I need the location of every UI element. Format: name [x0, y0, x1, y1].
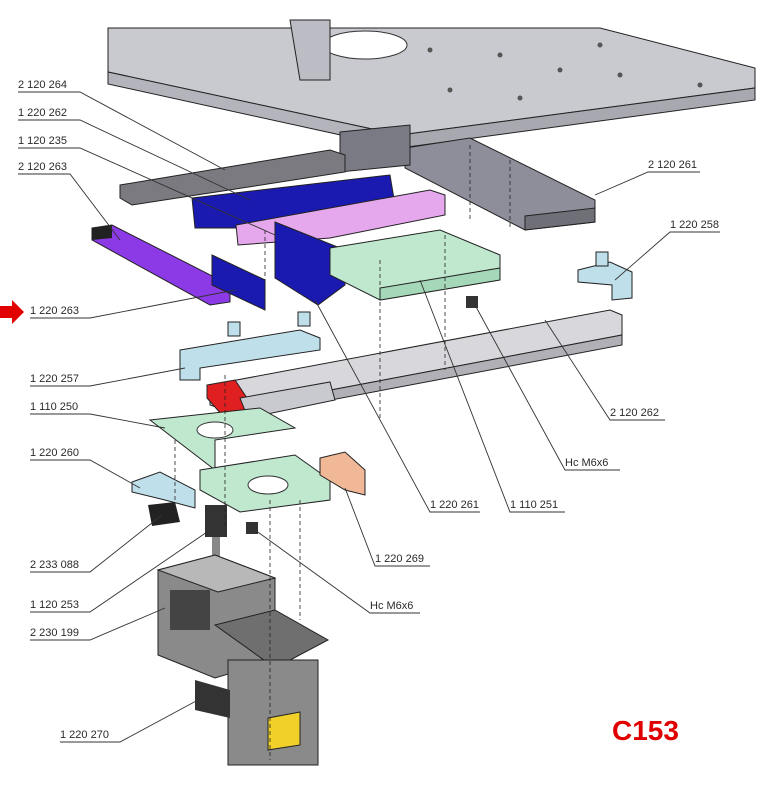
tab-1220269 — [319, 451, 366, 496]
part-label: 1 110 250 — [30, 401, 78, 413]
bracket-1220260 — [131, 471, 196, 509]
page-code: C153 — [612, 715, 679, 746]
part-label: 1 220 258 — [670, 219, 719, 231]
part-label: 1 220 261 — [430, 499, 479, 511]
nut-lower — [246, 522, 258, 534]
part-label: 1 110 251 — [510, 499, 558, 511]
part-label: 2 120 262 — [610, 407, 659, 419]
part-label: 1 220 270 — [60, 729, 109, 741]
part-label: 1 120 235 — [18, 135, 67, 147]
part-label: 1 220 262 — [18, 107, 67, 119]
pointer-arrow-icon — [0, 300, 24, 324]
assembly-lines — [174, 145, 511, 760]
part-label: 2 120 264 — [18, 79, 67, 91]
part-label: 1 120 253 — [30, 599, 79, 611]
nut-upper — [466, 296, 478, 308]
leader-lines — [18, 91, 720, 743]
part-labels: 2 120 264 1 220 262 1 120 235 2 120 263 … — [18, 79, 719, 741]
block-1110251 — [329, 229, 501, 301]
part-label: 2 120 261 — [648, 159, 697, 171]
mount-1110250 — [148, 407, 331, 513]
plate-1220263 — [211, 254, 266, 311]
base-plate — [107, 19, 756, 149]
motor-lower — [195, 609, 330, 766]
part-label: Hc M6x6 — [370, 600, 413, 612]
part-label: 2 120 263 — [18, 161, 67, 173]
part-label: 1 220 263 — [30, 305, 79, 317]
bracket-1220258 — [577, 251, 633, 301]
plate-1220261 — [274, 221, 346, 306]
part-label: 1 220 257 — [30, 373, 79, 385]
bar-2120263 — [91, 224, 231, 306]
part-label: 1 220 269 — [375, 553, 424, 565]
part-label: Hc M6x6 — [565, 457, 608, 469]
bracket-1220257 — [179, 311, 321, 381]
part-label: 1 220 260 — [30, 447, 79, 459]
pulley-1120253 — [205, 505, 227, 567]
part-label: 2 233 088 — [30, 559, 79, 571]
part-label: 2 230 199 — [30, 627, 79, 639]
rail-2120261 — [339, 124, 596, 231]
